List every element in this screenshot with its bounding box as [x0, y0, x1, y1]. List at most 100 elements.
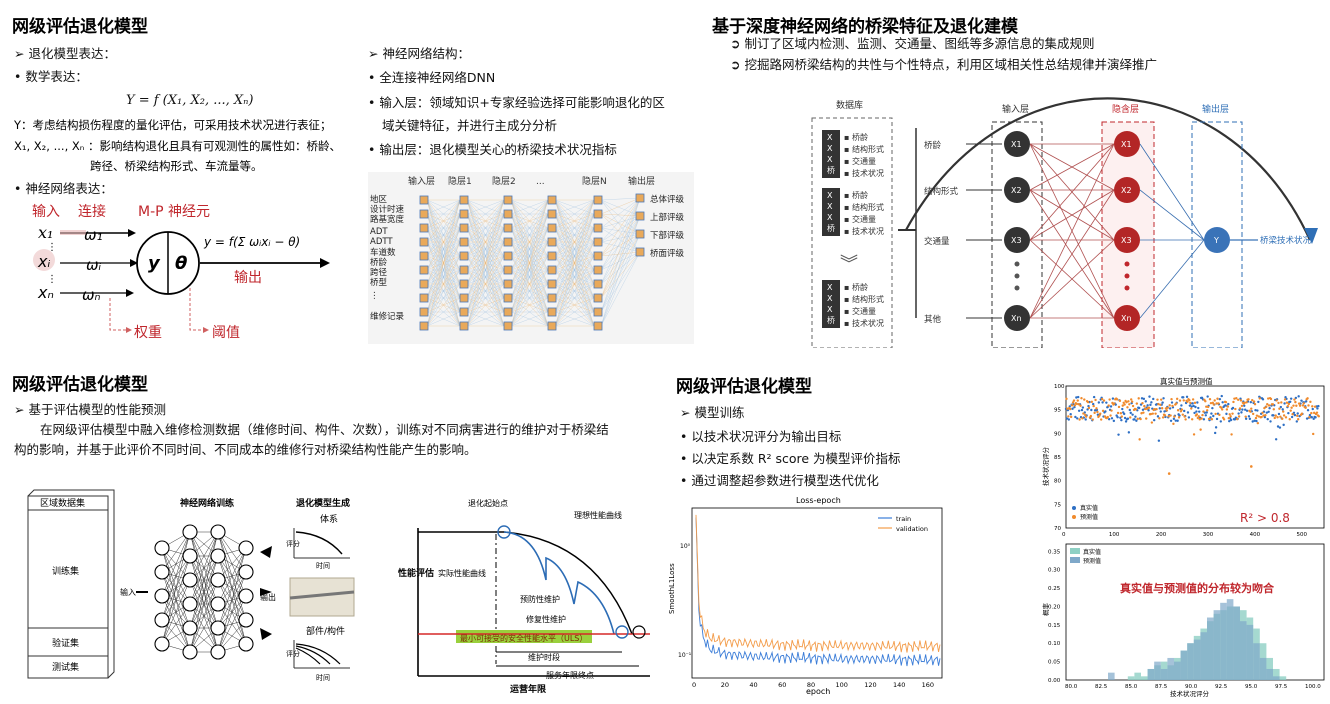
dnn-input-label: 跨径	[370, 267, 388, 278]
ellipsis-dot	[1124, 285, 1130, 291]
output-node	[1204, 227, 1230, 253]
dnn-node	[459, 293, 469, 303]
scatter-point	[1172, 417, 1176, 421]
bridge-deck	[289, 590, 355, 600]
scatter-point	[1300, 412, 1304, 415]
scatter-point	[1317, 415, 1321, 418]
dnn-node	[593, 265, 603, 275]
y-tick: 0.15	[1048, 623, 1061, 629]
scatter-point	[1260, 415, 1263, 419]
scatter-point	[1168, 404, 1171, 407]
s1-x-desc2: 跨径、桥梁结构形式、车流量等。	[90, 159, 263, 173]
scatter-point	[1261, 411, 1264, 414]
scatter-point	[1163, 410, 1166, 413]
db-item: ▪ 技术状况	[844, 318, 884, 328]
scatter-point	[1205, 405, 1208, 408]
scatter-point	[1169, 419, 1173, 422]
scatter-point	[1079, 404, 1082, 407]
dnn-input-label: 桥龄	[370, 257, 388, 268]
dnn-input-label: ADT	[370, 227, 388, 237]
dnn-node	[459, 195, 469, 205]
scatter-point	[1256, 409, 1259, 412]
x-tick: 120	[864, 681, 876, 689]
scatter-point	[1258, 397, 1261, 400]
scatter-point	[1204, 414, 1207, 417]
scatter-point	[1314, 416, 1317, 419]
scatter-point	[1278, 407, 1281, 410]
dnn-node	[593, 195, 603, 205]
input-node-label: X3	[1011, 236, 1022, 245]
ellipsis-dot	[1124, 261, 1130, 267]
scatter-point	[1229, 418, 1233, 422]
db-code-block	[822, 280, 840, 328]
scatter-point	[1305, 417, 1309, 420]
scatter-point	[1129, 416, 1132, 419]
nn-edge	[217, 547, 247, 653]
db-code-char: X	[827, 191, 833, 200]
legend-label: validation	[896, 525, 928, 533]
scatter-point	[1175, 397, 1179, 401]
scatter-point	[1214, 426, 1218, 429]
score-label: 评分	[286, 649, 300, 658]
scatter-point	[1278, 426, 1282, 429]
nn-node	[182, 548, 198, 564]
nn-node	[154, 588, 170, 604]
scatter-point	[1247, 398, 1250, 401]
scatter-point	[1234, 407, 1237, 411]
scatter-point	[1237, 415, 1241, 418]
scatter-point	[1312, 432, 1315, 436]
scatter-point	[1148, 395, 1151, 398]
scatter-point	[1230, 433, 1233, 436]
scatter-point	[1256, 421, 1260, 425]
scatter-point	[1211, 406, 1214, 410]
w1-label: ω₁	[84, 226, 103, 244]
scatter-point	[1279, 405, 1283, 409]
x-tick: 92.5	[1215, 684, 1228, 690]
scatter-point	[1182, 396, 1185, 399]
nn-edge	[161, 531, 191, 621]
nn-node	[238, 636, 254, 652]
scatter-point	[1175, 402, 1178, 405]
scatter-point	[1268, 407, 1271, 410]
scatter-point	[1200, 417, 1203, 420]
db-code-char: X	[827, 202, 833, 211]
scatter-point	[1075, 396, 1078, 399]
scatter-point	[1276, 416, 1279, 419]
scatter-point	[1113, 402, 1116, 405]
hidden-node-label: X1	[1121, 140, 1132, 149]
dnn-node	[593, 279, 603, 289]
input-node-label: X1	[1011, 140, 1022, 149]
section3-title: 基于深度神经网络的桥梁特征及退化建模	[712, 17, 1018, 37]
system-label: 体系	[320, 513, 338, 525]
scatter-point	[1150, 401, 1153, 404]
hist-bar-true	[1127, 676, 1135, 680]
scatter-point	[1069, 415, 1073, 419]
chart-title: Loss-epoch	[796, 496, 841, 505]
dnn-node	[547, 321, 557, 331]
input-node-label: Xn	[1011, 314, 1022, 323]
scatter-point	[1065, 397, 1068, 401]
legend-swatch	[1072, 506, 1076, 510]
scatter-point	[1304, 406, 1307, 409]
scatter-point	[1173, 415, 1176, 418]
scatter-point	[1151, 412, 1154, 415]
dataset-box-3d	[27, 489, 115, 679]
scatter-point	[1302, 402, 1306, 405]
dnn-node	[503, 279, 513, 289]
scatter-point	[1233, 397, 1236, 400]
input-node	[1004, 177, 1030, 203]
xi-label: xᵢ	[37, 252, 50, 271]
scatter-point	[1080, 408, 1084, 412]
scatter-point	[1137, 397, 1140, 400]
scatter-point	[1081, 417, 1084, 420]
y-tick: 0.00	[1048, 678, 1061, 684]
s5-line1: ➢ 模型训练	[680, 405, 745, 420]
scatter-point	[1243, 404, 1246, 407]
dnn-node	[419, 195, 429, 205]
legend-label: 真实值	[1080, 504, 1098, 512]
scatter-point	[1157, 439, 1161, 442]
dnn-node	[503, 223, 513, 233]
scatter-point	[1066, 407, 1069, 410]
